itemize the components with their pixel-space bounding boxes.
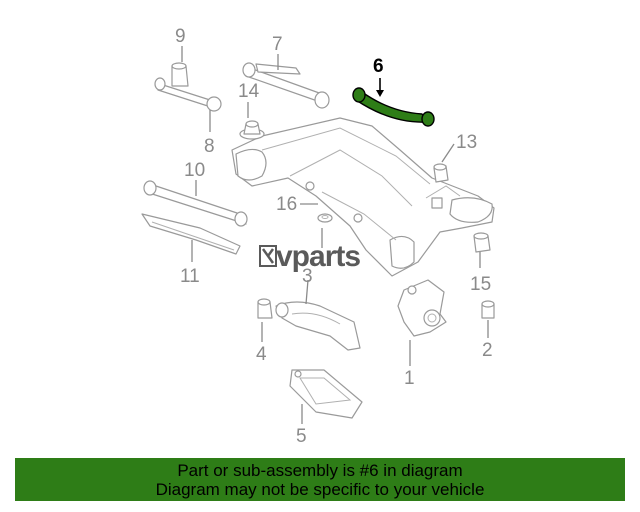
watermark-text: vparts bbox=[276, 240, 360, 273]
callout-5[interactable]: 5 bbox=[296, 426, 307, 447]
callout-14[interactable]: 14 bbox=[238, 81, 260, 102]
callout-11[interactable]: 11 bbox=[180, 266, 200, 287]
part-2-bushing[interactable] bbox=[481, 300, 495, 319]
callout-2[interactable]: 2 bbox=[482, 340, 493, 361]
callout-9[interactable]: 9 bbox=[175, 26, 186, 47]
part-15-bushing[interactable] bbox=[473, 232, 491, 253]
part-10-link[interactable] bbox=[143, 180, 248, 227]
info-banner: Part or sub-assembly is #6 in diagram Di… bbox=[15, 458, 625, 501]
callout-3[interactable]: 3 bbox=[302, 266, 313, 287]
callout-7[interactable]: 7 bbox=[272, 34, 283, 55]
part-11-shield[interactable] bbox=[141, 213, 241, 255]
watermark-logo-icon bbox=[259, 245, 277, 267]
part-7-control-arm[interactable] bbox=[242, 62, 330, 109]
watermark: vparts bbox=[259, 240, 361, 273]
callout-10[interactable]: 10 bbox=[184, 160, 205, 181]
part-4-bushing[interactable] bbox=[257, 298, 273, 319]
part-5-plate[interactable] bbox=[289, 369, 363, 419]
callout-15[interactable]: 15 bbox=[470, 274, 491, 295]
banner-line-2: Diagram may not be specific to your vehi… bbox=[155, 480, 485, 499]
callout-13[interactable]: 13 bbox=[456, 132, 477, 153]
callout-16[interactable]: 16 bbox=[276, 194, 297, 215]
banner-line-1: Part or sub-assembly is #6 in diagram bbox=[177, 461, 463, 480]
part-6-highlighted-arm[interactable] bbox=[352, 87, 435, 127]
leader-lines bbox=[181, 46, 489, 424]
callout-6[interactable]: 6 bbox=[373, 56, 384, 77]
part-13-bushing[interactable] bbox=[433, 163, 449, 183]
parts-diagram: 6 7 9 8 14 13 10 11 16 15 3 4 1 2 5 vpar… bbox=[141, 26, 495, 447]
part-8-link[interactable] bbox=[154, 77, 222, 112]
rear-subframe bbox=[231, 117, 495, 277]
callout-1[interactable]: 1 bbox=[404, 368, 415, 389]
part-16-washer[interactable] bbox=[317, 213, 333, 223]
part-1-knuckle[interactable] bbox=[397, 279, 447, 337]
part-9-bushing[interactable] bbox=[171, 62, 189, 87]
part-3-control-arm[interactable] bbox=[275, 301, 361, 351]
callout-8[interactable]: 8 bbox=[204, 136, 215, 157]
part-14-mount[interactable] bbox=[239, 120, 265, 140]
callout-4[interactable]: 4 bbox=[256, 344, 267, 365]
